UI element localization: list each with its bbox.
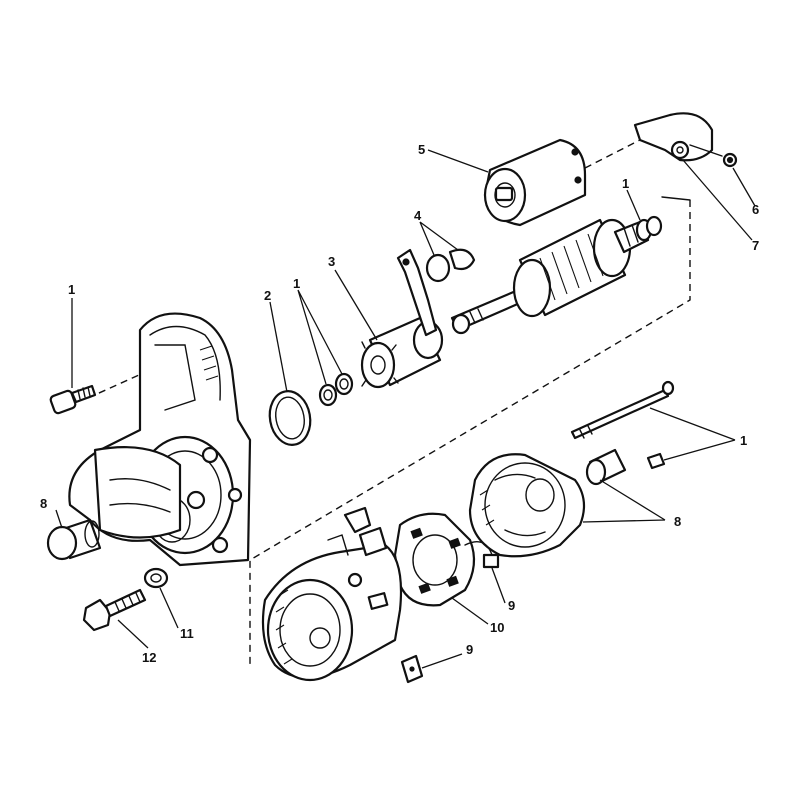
washer <box>143 567 169 589</box>
callout-3-pinion: 3 <box>328 254 335 269</box>
callout-5-solenoid: 5 <box>418 142 425 157</box>
callout-9-brush: 9 <box>508 598 515 613</box>
solenoid <box>483 138 587 227</box>
callout-12-bolt: 12 <box>142 650 156 665</box>
terminal-nut <box>689 144 738 168</box>
bushing-right <box>585 448 627 486</box>
callout-2-ring: 2 <box>264 288 271 303</box>
commutator-end-cover <box>468 453 586 558</box>
callout-9-terminal: 9 <box>466 642 473 657</box>
retaining-ring <box>268 390 312 446</box>
callout-4-clips: 4 <box>414 208 422 223</box>
leader-lines <box>55 149 756 669</box>
callout-1-screw-left: 1 <box>68 282 75 297</box>
field-frame <box>261 506 403 682</box>
callout-8-bushing-right: 8 <box>674 514 681 529</box>
drive-end-housing <box>68 312 252 567</box>
callout-6-nut: 6 <box>752 202 759 217</box>
small-rings <box>318 372 354 407</box>
clips <box>425 248 476 283</box>
brush-holder <box>393 512 500 607</box>
callout-10-brush-holder: 10 <box>490 620 504 635</box>
armature <box>512 215 663 318</box>
bolt <box>82 588 147 632</box>
callout-7-cover: 7 <box>752 238 759 253</box>
callout-labels: 1 1 1 1 2 3 4 5 6 7 8 8 9 9 10 11 12 <box>40 142 759 665</box>
callout-8-bushing-left: 8 <box>40 496 47 511</box>
through-bolt <box>570 380 675 440</box>
bushing-left <box>46 518 102 561</box>
terminal-block <box>400 654 424 684</box>
callout-11-washer: 11 <box>180 626 194 641</box>
callout-1-through-bolt: 1 <box>740 433 747 448</box>
small-screw-right <box>646 452 666 470</box>
callout-1-small-rings: 1 <box>293 276 300 291</box>
assembly-axis-lines <box>87 139 691 665</box>
drive-pinion <box>360 248 444 389</box>
screw-left <box>49 384 97 415</box>
solenoid-cover <box>633 112 714 162</box>
callout-1-armature-bearing: 1 <box>622 176 629 191</box>
